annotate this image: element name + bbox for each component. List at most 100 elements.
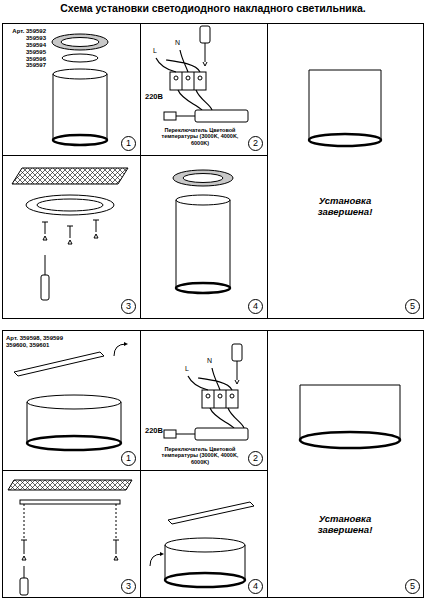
article-numbers: Арт. 359592 359593 359594 359595 359596 … <box>6 28 46 69</box>
wiring-terminal <box>230 394 234 398</box>
ceiling-mounting <box>45 255 46 275</box>
callout-number: 2 <box>253 454 258 463</box>
drum-assembly <box>168 502 254 524</box>
mounting-bar-and-drum <box>27 436 121 450</box>
voltage-label: 220В <box>145 93 163 102</box>
step-number-circle: 5 <box>405 579 420 594</box>
callout-number: 4 <box>253 302 258 311</box>
step-number-circle: 1 <box>121 451 136 466</box>
ceiling-mounting <box>24 504 116 538</box>
driver-and-switch <box>176 434 195 435</box>
lamp-parts-exploded <box>62 54 98 62</box>
panel-grid <box>3 331 424 598</box>
callout-number: 1 <box>126 139 131 148</box>
wiring-terminal <box>218 394 222 398</box>
step-number-circle: 1 <box>121 136 136 151</box>
installed-lamp <box>309 134 381 146</box>
step-number-circle: 4 <box>248 299 263 314</box>
panel-grid <box>3 24 424 319</box>
wiring-terminal <box>200 26 210 43</box>
step-number-circle: 3 <box>121 579 136 594</box>
driver-and-switch <box>195 110 248 122</box>
mounting-bar-and-drum <box>27 395 121 409</box>
wire-label: L <box>153 47 157 55</box>
wiring-terminal <box>156 50 200 72</box>
completion-note: Установка завершена! <box>310 196 380 218</box>
wiring-terminal <box>156 26 212 110</box>
wiring-terminal <box>202 390 238 408</box>
lamp-assembly <box>183 174 223 183</box>
drum-assembly <box>150 554 162 566</box>
ceiling-mounting <box>43 234 98 244</box>
wire-label: L <box>185 365 189 373</box>
ceiling-mounting <box>41 275 49 300</box>
lamp-assembly <box>176 283 230 293</box>
ceiling-mounting <box>42 220 99 238</box>
wiring-terminal <box>206 394 210 398</box>
lamp-parts-exploded <box>52 34 108 50</box>
wiring-terminal <box>210 408 244 428</box>
lamp-parts-exploded <box>53 135 107 145</box>
ceiling-mounting <box>8 480 132 595</box>
step-number-circle: 2 <box>248 451 263 466</box>
lamp-assembly <box>173 170 233 186</box>
ceiling-mounting <box>20 578 28 595</box>
step-number-circle: 2 <box>248 136 263 151</box>
ceiling-mounting <box>22 556 118 560</box>
lamp-parts-exploded <box>61 38 99 47</box>
voltage-label: 220В <box>145 427 163 436</box>
wiring-terminal <box>198 76 202 80</box>
panel-grid <box>3 24 424 598</box>
ceiling-mounting <box>8 480 132 490</box>
callout-number: 1 <box>126 454 131 463</box>
drum-assembly <box>165 573 245 587</box>
driver-and-switch <box>164 428 248 440</box>
step-number-circle: 5 <box>405 299 420 314</box>
lamp-assembly <box>173 170 233 293</box>
drum-assembly <box>150 502 254 587</box>
wiring-terminal <box>188 368 232 390</box>
lamp-assembly <box>176 200 230 288</box>
drum-assembly <box>165 538 245 552</box>
ceiling-mounting <box>20 500 120 504</box>
driver-and-switch <box>176 116 195 117</box>
callout-number: 5 <box>410 582 415 591</box>
driver-and-switch <box>195 428 248 440</box>
wiring-terminal <box>174 76 178 80</box>
wiring-terminal <box>214 390 226 408</box>
driver-and-switch <box>164 430 176 438</box>
wiring-terminal <box>186 76 190 80</box>
panel-grid <box>3 24 268 319</box>
lamp-parts-exploded <box>53 69 107 79</box>
ceiling-mounting <box>12 168 128 300</box>
callout-number: 4 <box>253 582 258 591</box>
completion-note: Установка завершена! <box>310 514 380 536</box>
ceiling-mounting <box>21 540 119 554</box>
mounting-bar-and-drum <box>114 344 126 356</box>
ceiling-mounting <box>26 195 114 215</box>
callout-number: 3 <box>126 302 131 311</box>
wire-label: N <box>207 357 212 365</box>
driver-and-switch <box>164 112 176 120</box>
wiring-terminal <box>170 72 206 90</box>
lamp-assembly <box>176 195 230 205</box>
step-number-circle: 3 <box>121 299 136 314</box>
callout-number: 3 <box>126 582 131 591</box>
switch-label: Переключатель Цветовой температуры (3000… <box>160 446 240 465</box>
ceiling-mounting <box>12 168 128 184</box>
wiring-terminal <box>178 90 212 110</box>
installed-lamp <box>309 70 381 140</box>
wiring-terminal <box>203 43 207 66</box>
callout-number: 2 <box>253 139 258 148</box>
callout-number: 5 <box>410 302 415 311</box>
article-numbers: Арт. 359598, 359599 359600, 359601 <box>6 335 72 349</box>
lamp-parts-exploded <box>52 34 108 145</box>
wiring-terminal <box>232 344 242 361</box>
driver-and-switch <box>164 110 248 122</box>
ceiling-mounting <box>37 199 103 211</box>
wiring-terminal <box>182 72 194 90</box>
wiring-terminal <box>235 361 239 384</box>
ceiling-mounting <box>24 566 25 578</box>
installed-drum <box>300 385 400 448</box>
